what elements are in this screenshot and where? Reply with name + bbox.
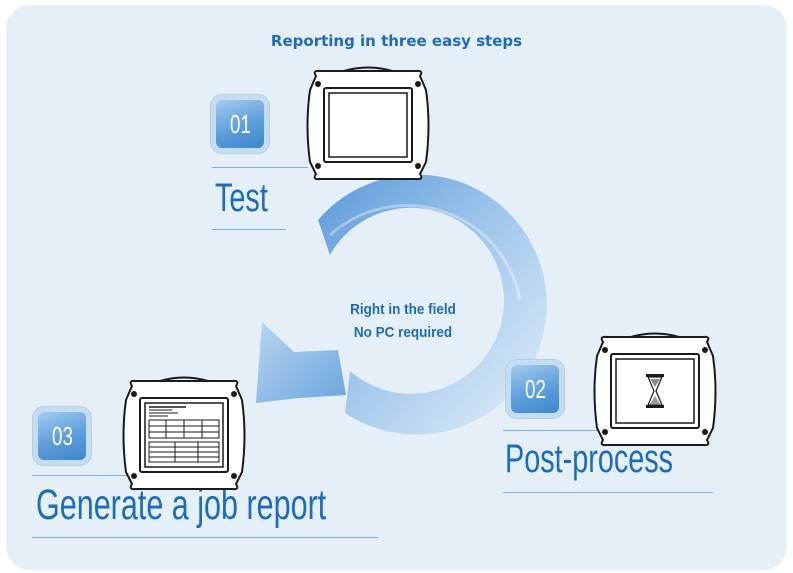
step-number-01: 01 [229,109,251,139]
step-badge-02: 02 [511,365,559,413]
tablet-device-blank [306,66,430,181]
step-3-bottom-rule [32,537,378,538]
center-text-line-2: No PC required [353,324,453,341]
step-2-bottom-rule [503,492,713,493]
step-number-03: 03 [51,421,73,451]
step-1-top-rule [212,167,308,168]
tablet-device-processing [593,332,717,447]
step-3-top-rule [32,475,128,476]
step-2-top-rule [503,430,599,431]
step-label-test: Test [215,176,268,220]
diagram-title: Reporting in three easy steps [270,32,523,50]
step-number-02: 02 [524,374,546,404]
hourglass-icon [646,374,664,408]
center-text-line-1: Right in the field [350,301,456,318]
tablet-device-report [122,376,246,491]
step-badge-01: 01 [216,100,264,148]
step-badge-03: 03 [38,412,86,460]
step-1-bottom-rule [212,229,286,230]
report-table-icon [148,406,220,463]
